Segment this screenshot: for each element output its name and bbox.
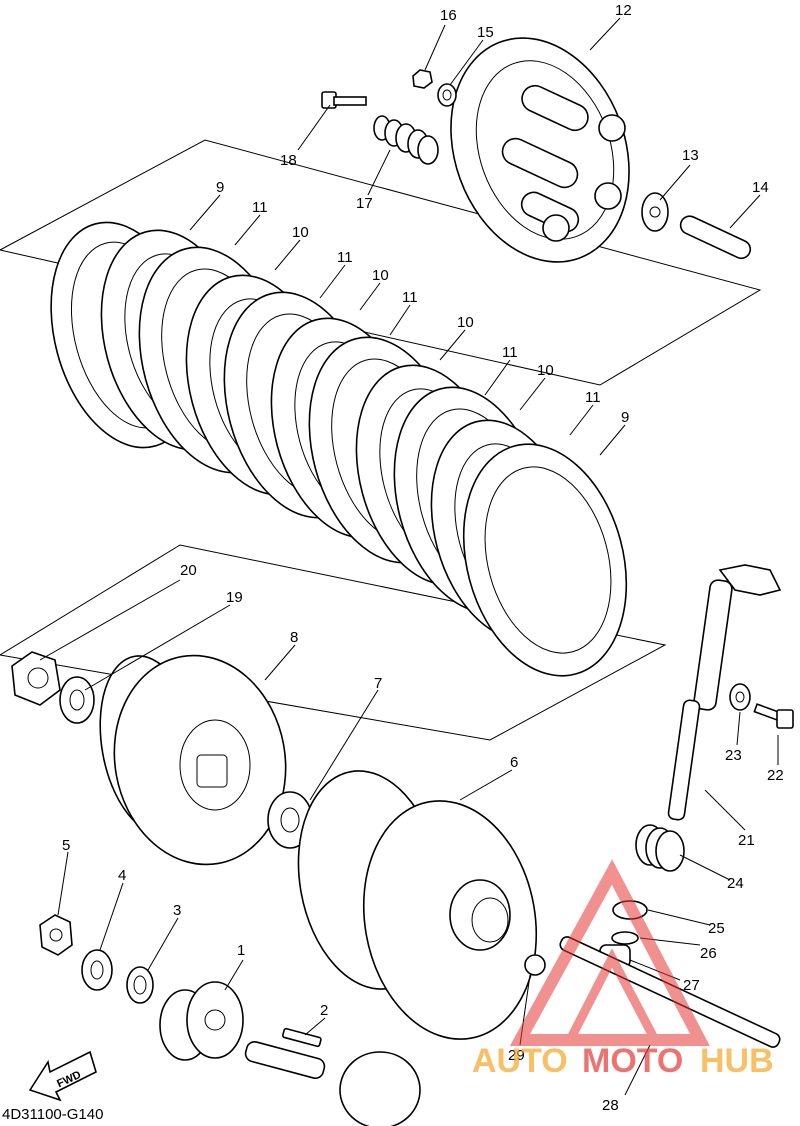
- straight-key[interactable]: [282, 1027, 322, 1048]
- callout-5: 5: [62, 837, 70, 854]
- diagram-code: 4D31100-G140: [2, 1106, 104, 1123]
- callout-25: 25: [708, 920, 725, 937]
- push-rod[interactable]: [678, 213, 754, 261]
- callout-21: 21: [738, 832, 755, 849]
- svg-text:AUTO: AUTO: [472, 1042, 568, 1080]
- callout-14: 14: [752, 179, 769, 196]
- callout-11-e: 11: [585, 389, 601, 406]
- watermark-logo: [509, 859, 710, 1046]
- callout-11-d: 11: [502, 344, 518, 361]
- primary-drive-gear[interactable]: [159, 981, 244, 1061]
- callout-6: 6: [510, 754, 518, 771]
- lock-washer-4[interactable]: [81, 949, 113, 991]
- nut-20[interactable]: [11, 651, 61, 706]
- svg-text:HUB: HUB: [700, 1042, 774, 1080]
- callout-11-b: 11: [337, 249, 353, 266]
- callout-23: 23: [725, 747, 742, 764]
- callout-3: 3: [173, 902, 181, 919]
- callout-22: 22: [767, 767, 784, 784]
- plates-group-frame: [0, 139, 762, 386]
- primary-driven-gear[interactable]: [87, 642, 302, 878]
- callout-13: 13: [682, 147, 699, 164]
- friction-plate-9-front[interactable]: [439, 426, 651, 694]
- callout-2: 2: [320, 1002, 328, 1019]
- nut-16[interactable]: [412, 69, 433, 89]
- callout-9-front: 9: [621, 409, 629, 426]
- callout-1: 1: [237, 942, 245, 959]
- circlip-3[interactable]: [126, 966, 154, 1004]
- callout-9-back: 9: [216, 179, 224, 196]
- washer-15[interactable]: [437, 83, 457, 107]
- bolt-22[interactable]: [753, 703, 794, 729]
- callout-29: 29: [508, 1047, 525, 1064]
- leader-lines: [39, 17, 779, 1096]
- callout-16: 16: [440, 7, 457, 24]
- callout-18: 18: [280, 152, 297, 169]
- fwd-arrow: FWD: [28, 1050, 97, 1102]
- push-lever-shaft[interactable]: [667, 564, 782, 821]
- callout-15: 15: [477, 24, 494, 41]
- callout-labels: 1 2 3 4 5 6 7 8 9 9 10 10 10 10 11 11 11…: [62, 2, 784, 1114]
- ball-29[interactable]: [524, 954, 546, 976]
- callout-10-c: 10: [457, 314, 474, 331]
- callout-12: 12: [615, 2, 632, 19]
- clutch-boss[interactable]: [282, 760, 555, 1053]
- pressure-plate[interactable]: [421, 13, 659, 287]
- callout-20: 20: [180, 562, 197, 579]
- lock-washer-19[interactable]: [59, 676, 95, 724]
- callout-26: 26: [700, 945, 717, 962]
- watermark-text: AUTO MOTO HUB: [472, 1042, 774, 1080]
- callout-10-a: 10: [292, 224, 309, 241]
- callout-17: 17: [356, 195, 373, 212]
- callout-8: 8: [290, 629, 298, 646]
- callout-4: 4: [118, 867, 126, 884]
- callout-11-a: 11: [252, 199, 268, 216]
- circlip-26[interactable]: [611, 931, 639, 945]
- callout-28: 28: [602, 1097, 619, 1114]
- callout-27: 27: [683, 977, 700, 994]
- callout-10-b: 10: [372, 267, 389, 284]
- callout-7: 7: [374, 675, 382, 692]
- torsion-spring[interactable]: [635, 824, 685, 872]
- nut-5[interactable]: [39, 914, 73, 956]
- push-rod-bearing[interactable]: [641, 192, 669, 232]
- callout-10-d: 10: [537, 362, 554, 379]
- plates-group-frame-lower: [0, 544, 667, 741]
- callout-11-c: 11: [402, 289, 418, 306]
- clutch-spring[interactable]: [373, 115, 439, 165]
- callout-19: 19: [226, 589, 243, 606]
- svg-text:MOTO: MOTO: [582, 1042, 683, 1080]
- crankshaft-end: [244, 1040, 421, 1126]
- callout-24: 24: [727, 875, 744, 892]
- bolt-18[interactable]: [321, 91, 367, 109]
- oil-seal-23[interactable]: [729, 683, 751, 711]
